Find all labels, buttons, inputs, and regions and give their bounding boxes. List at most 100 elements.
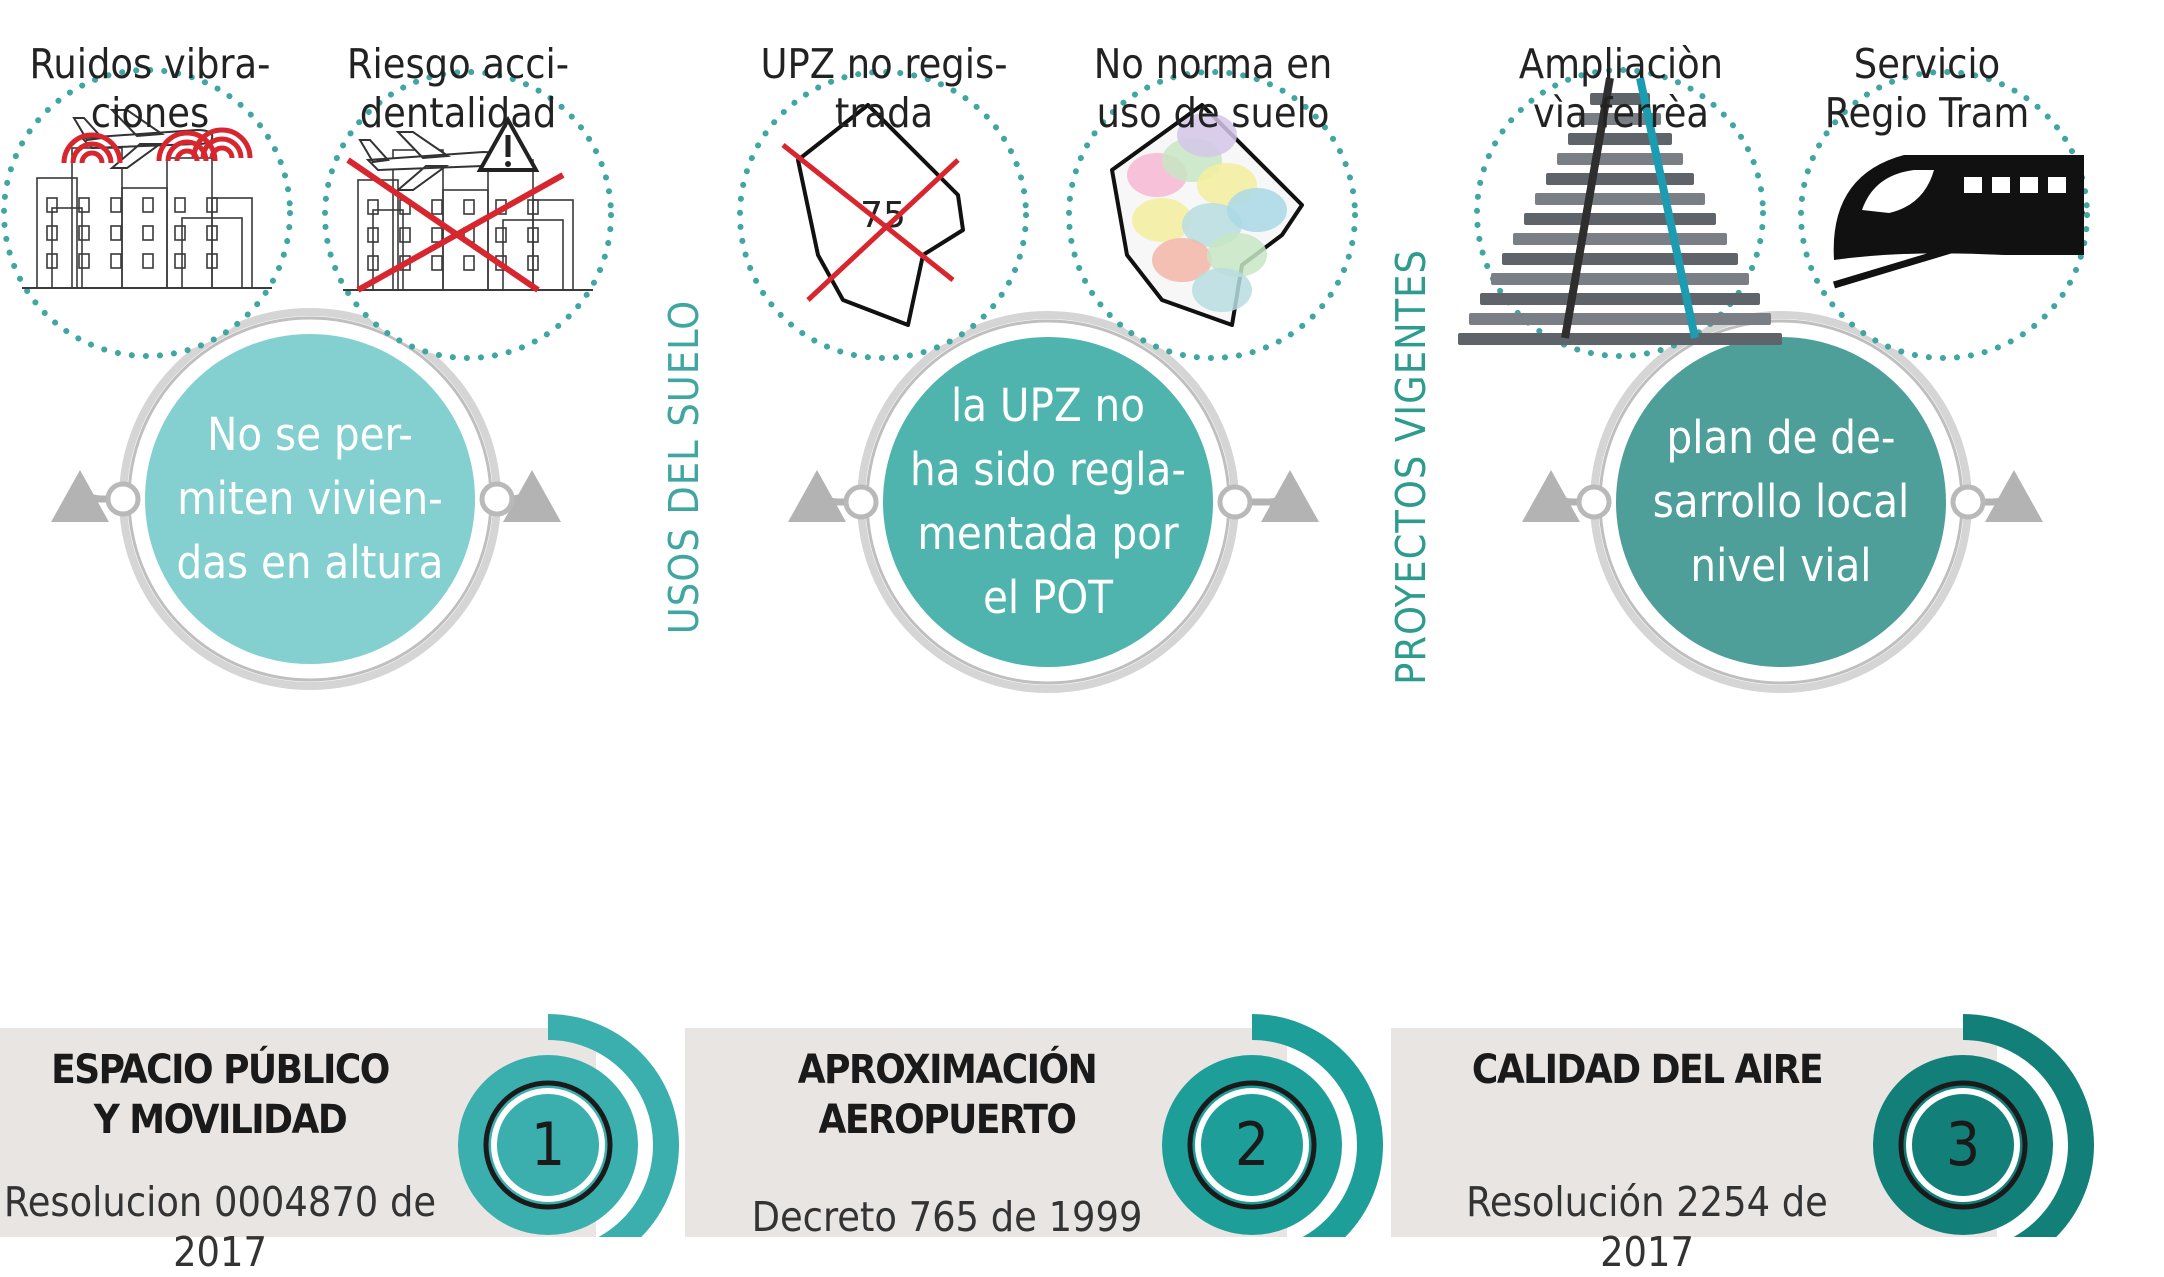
center-text-line: das en altura: [176, 536, 444, 589]
red-cross-line: [346, 157, 540, 293]
connector-group-3: [1522, 311, 2043, 693]
connector-node-right: [1217, 484, 1253, 520]
window: [431, 199, 443, 215]
item-label-line: No norma en: [1093, 40, 1333, 88]
noise-wave: [191, 127, 253, 159]
center-text-line: la UPZ no: [951, 379, 1145, 432]
railway-track-icon: [1458, 67, 1782, 359]
connector-node-right: [1950, 484, 1986, 520]
badge-number-2: 2: [1234, 1110, 1270, 1180]
badge-ring-white: [491, 1088, 605, 1202]
airplane-noise-buildings-icon: [1, 67, 293, 359]
window: [46, 253, 58, 269]
item-label-line: uso de suelo: [1096, 89, 1330, 137]
item-label-line: ciones: [90, 89, 210, 137]
land-use-patch: [1177, 113, 1237, 157]
window: [110, 197, 122, 213]
dotted-ring: [322, 69, 614, 361]
connector-node-left: [1576, 484, 1612, 520]
item-label-line: Servicio: [1853, 40, 2001, 88]
window: [367, 227, 379, 243]
train-side-window: [2048, 177, 2066, 193]
center-circle: [145, 334, 475, 664]
arrow-head-right: [503, 470, 561, 522]
badge-ring-dark: [1898, 1080, 2028, 1210]
red-cross-line: [356, 172, 565, 293]
center-text-line: el POT: [982, 571, 1113, 624]
red-cross-line: [781, 143, 955, 282]
railway-sleeper: [1568, 133, 1672, 145]
land-use-patch: [1152, 238, 1212, 282]
center-circle: [883, 337, 1213, 667]
window: [527, 227, 539, 243]
center-circle: [1616, 337, 1946, 667]
center-text-line: nivel vial: [1690, 539, 1872, 592]
center-text-line: No se per-: [207, 408, 413, 461]
item-label-line: vìa ferrèa: [1532, 89, 1710, 137]
panel-description-line: Resolucion 0004870 de: [3, 1178, 437, 1226]
panel-title-line: CALIDAD DEL AIRE: [1471, 1047, 1824, 1093]
window: [174, 253, 186, 269]
noise-wave: [156, 130, 218, 162]
window: [527, 199, 539, 215]
badges-artwork: [458, 1014, 2094, 1237]
item-label-line: Ruidos vibra-: [29, 40, 271, 88]
rail-right: [1636, 77, 1699, 339]
window: [463, 255, 475, 271]
item-label-line: Ampliaciòn: [1518, 40, 1724, 88]
connector-node-right: [479, 481, 515, 517]
window: [46, 197, 58, 213]
window: [463, 199, 475, 215]
arrow-head-left: [51, 470, 109, 522]
noise-wave: [70, 141, 114, 164]
connector-group-1: [51, 308, 561, 690]
center-text-line: miten vivien-: [177, 472, 443, 525]
noise-wave: [61, 132, 123, 164]
window: [110, 253, 122, 269]
airplane: [72, 109, 214, 169]
center-text-line: sarrollo local: [1652, 475, 1910, 528]
train-icon: [1798, 69, 2090, 361]
arrow-head-right: [1261, 470, 1319, 522]
noise-wave: [200, 136, 244, 159]
airplane-accident-risk-icon: [322, 69, 614, 361]
land-use-patch: [1192, 268, 1252, 312]
badge-ring-dark: [1187, 1080, 1317, 1210]
window: [78, 225, 90, 241]
window: [495, 227, 507, 243]
window: [527, 255, 539, 271]
center-text-3: plan de de-sarrollo local nivel vial: [1653, 406, 1910, 598]
badge-3: [1873, 1014, 2094, 1237]
window: [206, 225, 218, 241]
warning-dot: [505, 161, 511, 167]
train-side-window: [1992, 177, 2010, 193]
center-text-line: ha sido regla-: [910, 443, 1186, 496]
badge-arc-outer: [1251, 1014, 1383, 1237]
item-label-1-2: Riesgo acci-dentalidad: [308, 40, 608, 138]
land-use-patch: [1207, 233, 1267, 277]
window: [142, 225, 154, 241]
noise-wave: [209, 145, 235, 159]
land-use-patch: [1227, 188, 1287, 232]
window: [431, 255, 443, 271]
train-window: [1862, 170, 1934, 213]
railway-group: [1458, 77, 1782, 345]
window: [367, 199, 379, 215]
badge-number-3: 3: [1945, 1110, 1981, 1180]
center-text-1: No se per-miten vivien-das en altura: [177, 403, 444, 595]
panel-description-2: Decreto 765 de 1999: [752, 1192, 1143, 1242]
center-text-line: mentada por: [917, 507, 1179, 560]
arrow-head-left: [788, 470, 846, 522]
panel-description-line: Decreto 765 de 1999: [751, 1193, 1143, 1241]
item-label-2-1: UPZ no regis-trada: [734, 40, 1034, 138]
badge-ring-white: [1195, 1088, 1309, 1202]
window: [206, 197, 218, 213]
center-text-line: plan de de-: [1666, 411, 1896, 464]
window: [367, 255, 379, 271]
item-label-line: Riesgo acci-: [346, 40, 570, 88]
window: [46, 225, 58, 241]
badge-arc-outer: [1962, 1014, 2094, 1237]
train-stripe: [1832, 206, 2086, 289]
